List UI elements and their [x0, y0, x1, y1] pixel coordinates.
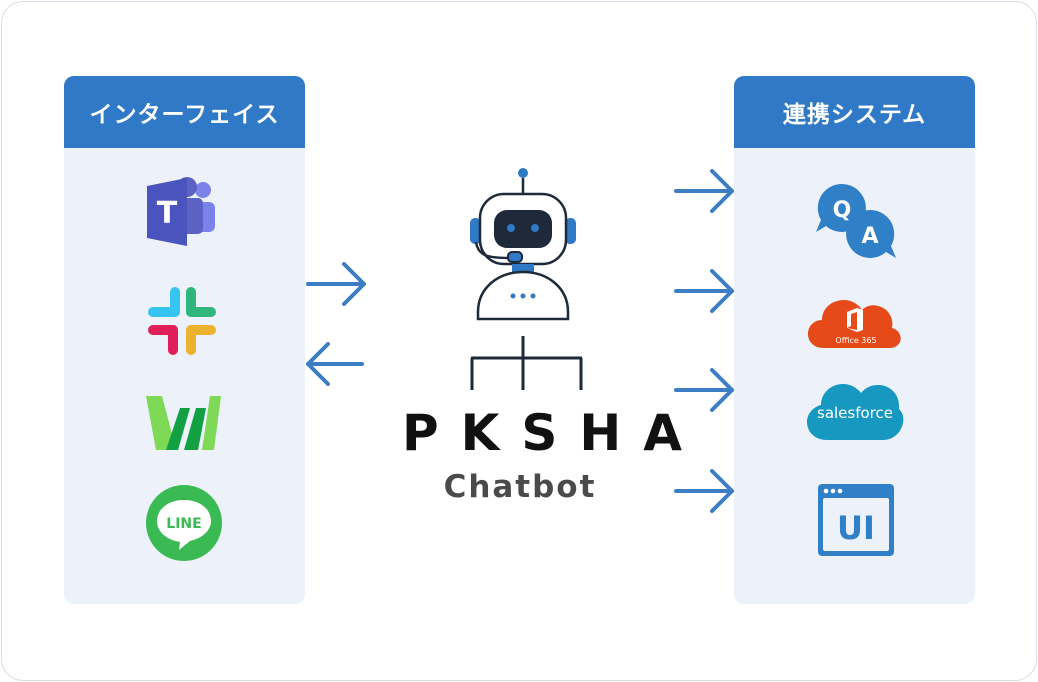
- ui-window-icon: UI: [818, 484, 894, 556]
- microsoft-teams-icon: T: [147, 177, 215, 246]
- product-name: Chatbot: [443, 469, 597, 505]
- brand-name: PKSHA: [402, 404, 704, 462]
- arrow-to-salesforce: [674, 368, 734, 412]
- ui-label: UI: [837, 509, 875, 547]
- teams-letter: T: [157, 196, 178, 231]
- chatbot-robot-icon: [470, 168, 583, 390]
- interface-panel-header: インターフェイス: [64, 76, 305, 148]
- works-w-icon: [146, 396, 221, 450]
- a-letter: A: [861, 224, 878, 249]
- arrow-to-office365: [674, 269, 734, 313]
- arrow-to-qa: [674, 169, 734, 213]
- arrow-left-from-bot: [306, 342, 364, 386]
- arrow-right-to-bot: [306, 262, 366, 306]
- office365-icon: Office 365: [808, 300, 901, 348]
- arrow-to-ui: [674, 469, 734, 513]
- office365-label: Office 365: [835, 336, 876, 345]
- qa-icon: Q A: [816, 183, 896, 258]
- salesforce-icon: salesforce: [807, 384, 904, 440]
- line-icon: LINE: [146, 485, 222, 561]
- q-letter: Q: [833, 198, 852, 223]
- salesforce-label: salesforce: [817, 404, 893, 422]
- integrations-panel-header: 連携システム: [734, 76, 975, 148]
- line-label: LINE: [166, 516, 201, 532]
- slack-icon: [148, 287, 216, 355]
